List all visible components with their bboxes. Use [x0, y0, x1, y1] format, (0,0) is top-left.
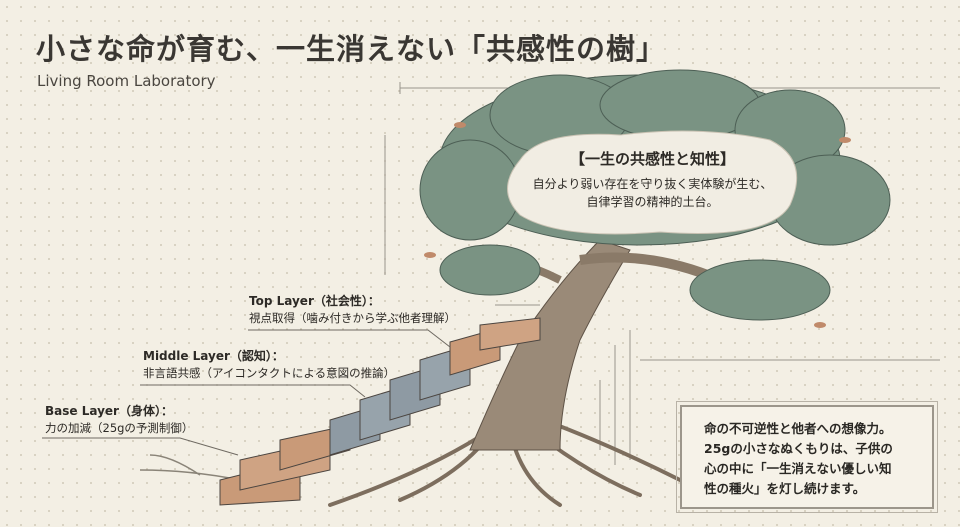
- summary-line: 命の不可逆性と他者への想像力。: [704, 421, 892, 436]
- layer-heading: Middle Layer（認知）：: [143, 349, 284, 363]
- staircase: [219, 317, 541, 506]
- page-subtitle: Living Room Laboratory: [37, 72, 216, 90]
- autumn-leaves: [424, 122, 851, 328]
- page-title: 小さな命が育む、一生消えない「共感性の樹」: [36, 32, 667, 66]
- canopy-note-line: 自律学習の精神的土台。: [586, 195, 719, 209]
- layer-detail: 非言語共感（アイコンタクトによる意図の推論）: [143, 366, 396, 380]
- layer-detail: 視点取得（噛み付きから学ぶ他者理解）: [249, 311, 456, 325]
- summary-box: 命の不可逆性と他者への想像力。 25gの小さなぬくもりは、子供の 心の中に「一生…: [676, 401, 938, 513]
- root-vines: [139, 454, 241, 481]
- layer-detail: 力の加減（25gの予測制御）: [45, 421, 194, 435]
- layer-heading: Base Layer（身体）：: [45, 404, 173, 418]
- summary-line: 心の中に「一生消えない優しい知: [704, 461, 892, 476]
- cloud-bubble: [507, 130, 798, 235]
- layer-label-top: Top Layer（社会性）： 視点取得（噛み付きから学ぶ他者理解）: [249, 293, 456, 327]
- canopy-note: 【一生の共感性と知性】 自分より弱い存在を守り抜く実体験が生む、 自律学習の精神…: [505, 140, 800, 230]
- canopy-note-line: 自分より弱い存在を守り抜く実体験が生む、: [532, 177, 773, 191]
- leader-lines: [42, 329, 451, 456]
- canopy-note-heading: 【一生の共感性と知性】: [569, 150, 735, 168]
- layer-label-middle: Middle Layer（認知）： 非言語共感（アイコンタクトによる意図の推論）: [143, 348, 395, 382]
- summary-line: 性の種火」を灯し続けます。: [704, 481, 866, 496]
- summary-line: 25gの小さなぬくもりは、子供の: [704, 441, 893, 456]
- layer-heading: Top Layer（社会性）：: [249, 294, 380, 308]
- layer-label-base: Base Layer（身体）： 力の加減（25gの予測制御）: [45, 403, 193, 437]
- trunk: [469, 239, 631, 451]
